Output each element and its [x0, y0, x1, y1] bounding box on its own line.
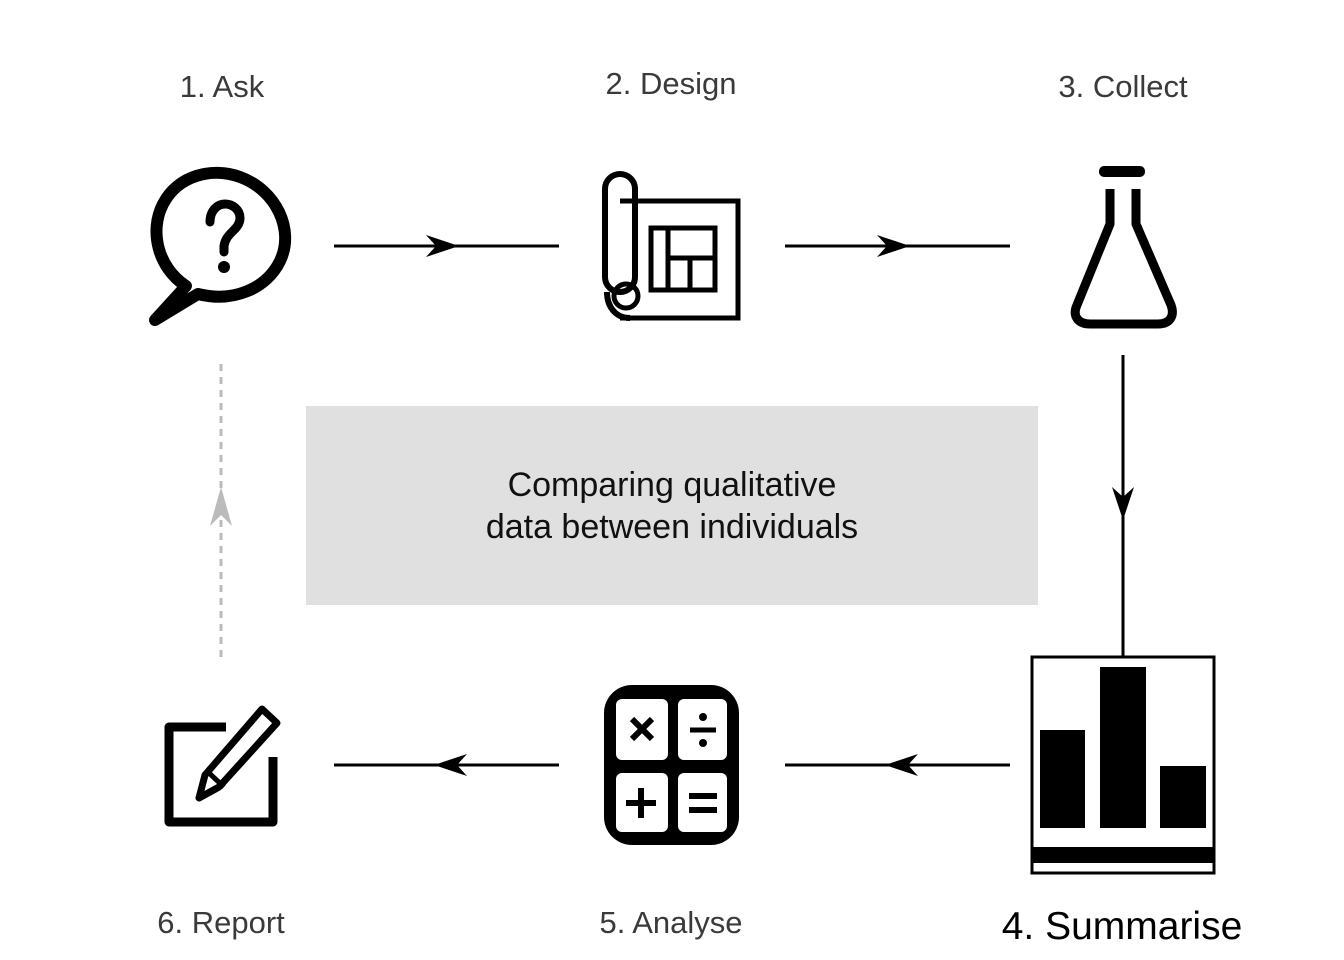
step-label-collect: 3. Collect [1058, 69, 1188, 104]
step-label-design: 2. Design [605, 66, 737, 101]
center-caption: Comparing qualitative data between indiv… [486, 464, 858, 548]
arrow-design-to-collect [785, 235, 1010, 257]
edit-pencil-icon [164, 705, 281, 827]
center-caption-line-1: Comparing qualitative [507, 465, 837, 504]
bar-chart-icon-bar-1 [1040, 730, 1085, 828]
step-label-analyse: 5. Analyse [599, 905, 743, 940]
step-label-report: 6. Report [157, 905, 285, 940]
center-caption-line-2: data between individuals [485, 507, 859, 546]
step-label-ask: 1. Ask [179, 69, 265, 104]
step-label-summarise: 4. Summarise [1001, 905, 1243, 948]
arrow-summarise-to-analyse [785, 754, 1010, 776]
blueprint-icon [602, 171, 741, 321]
center-caption-box: Comparing qualitative data between indiv… [306, 406, 1038, 605]
bar-chart-icon [1030, 655, 1216, 875]
flask-icon [1070, 166, 1177, 329]
speech-bubble-question-icon [149, 166, 292, 326]
arrow-analyse-to-report [334, 754, 559, 776]
arrow-collect-to-summarise [1112, 355, 1134, 657]
arrow-ask-to-design [334, 235, 559, 257]
bar-chart-icon-bar-3 [1160, 766, 1206, 828]
bar-chart-icon-bar-2 [1100, 667, 1146, 828]
calculator-icon [604, 685, 739, 845]
arrow-report-to-ask-dashed [210, 362, 232, 657]
